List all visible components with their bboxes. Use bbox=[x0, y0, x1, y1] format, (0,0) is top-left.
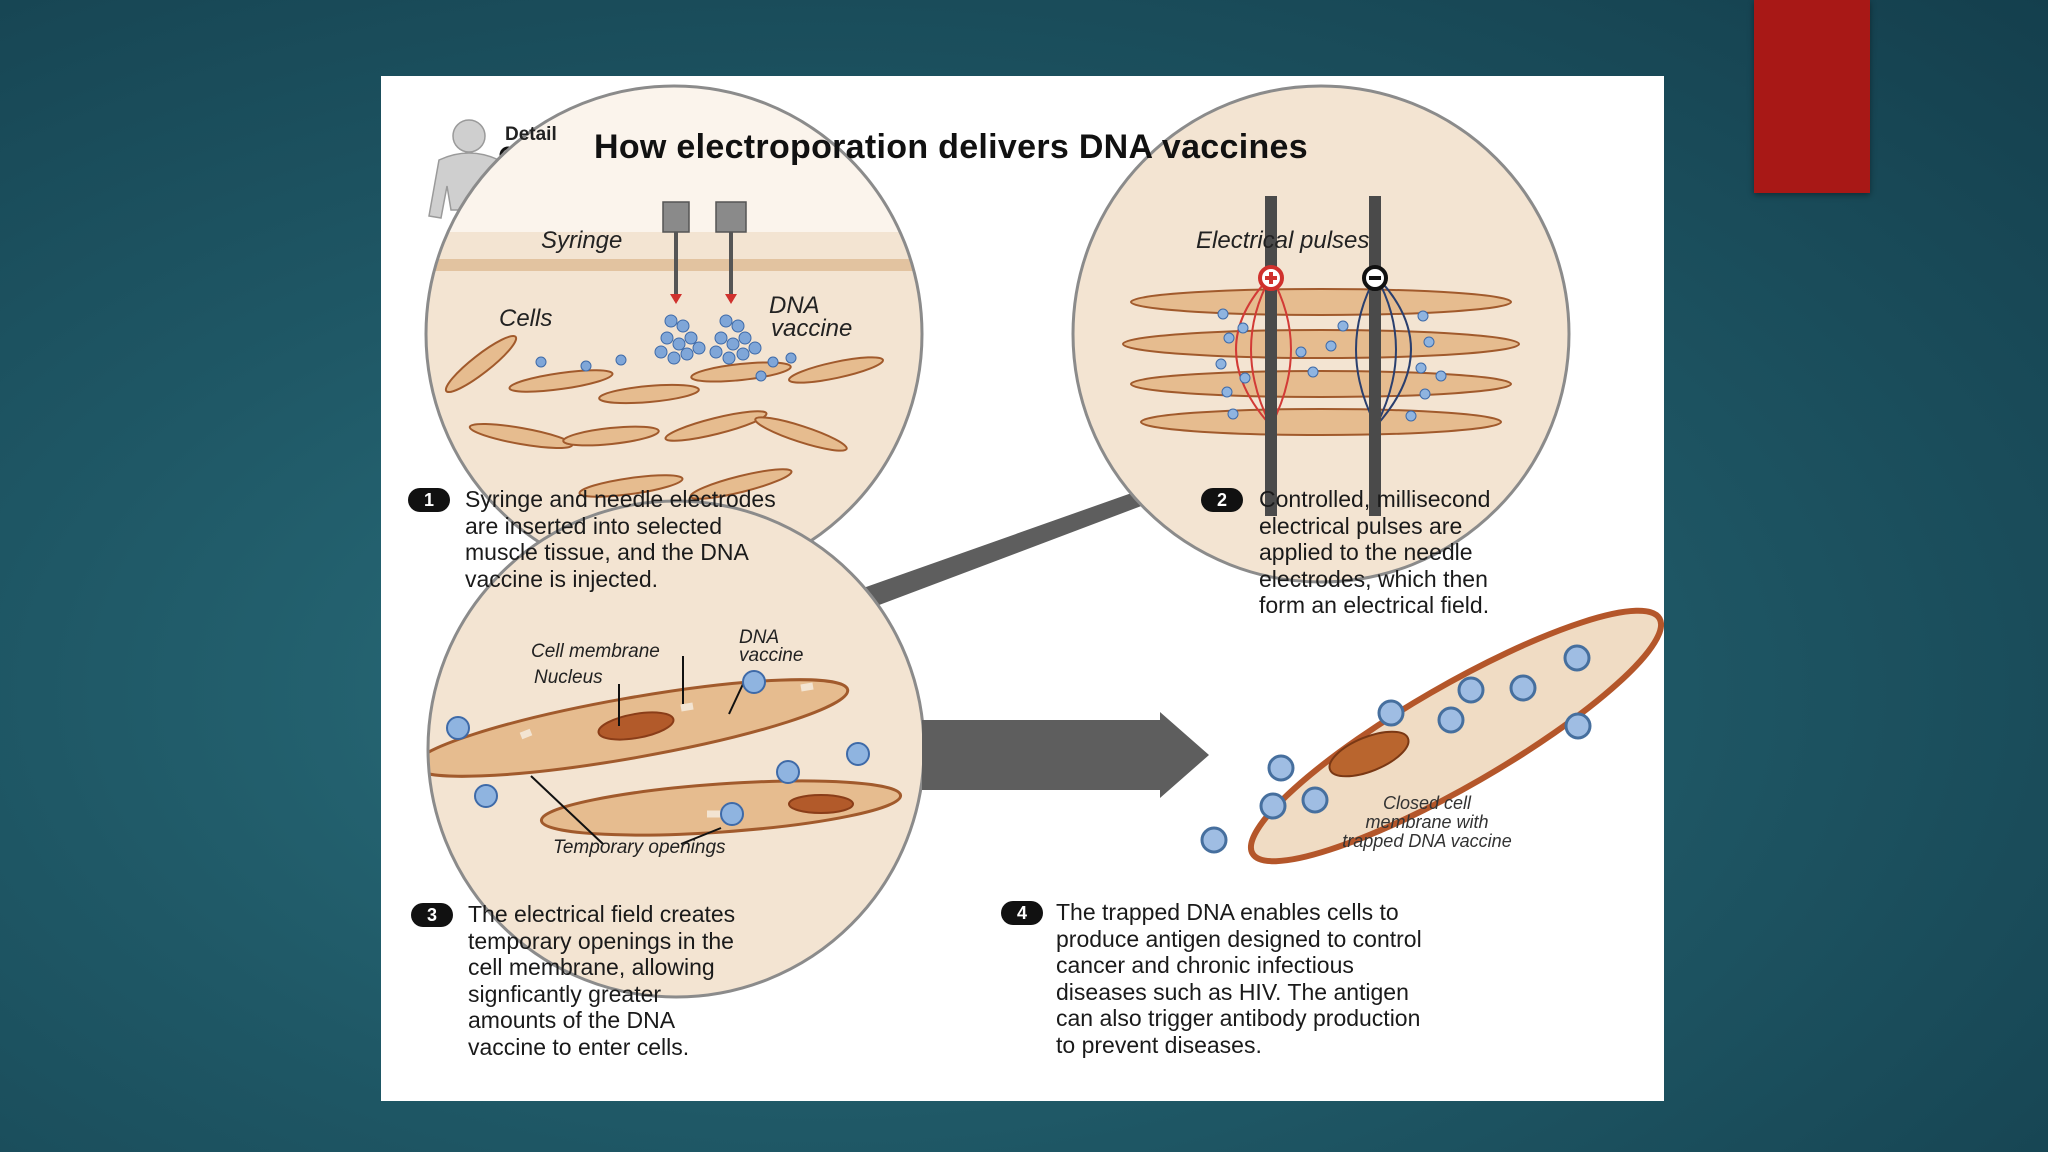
panel-2-electrical-pulses bbox=[1071, 84, 1571, 584]
panel-3-temporary-openings bbox=[426, 499, 926, 999]
step-text: The electrical field creates temporary o… bbox=[468, 901, 736, 1060]
label-electrical-pulses: Electrical pulses bbox=[1196, 227, 1370, 254]
step-number-badge: 1 bbox=[408, 488, 450, 512]
label-cell-membrane: Cell membrane bbox=[531, 641, 660, 662]
panel-4-trapped-dna-cell bbox=[1200, 607, 1664, 865]
label-nucleus: Nucleus bbox=[534, 667, 603, 688]
detail-label: Detail bbox=[505, 124, 557, 145]
process-arrow bbox=[922, 712, 1209, 798]
step-text: Controlled, millisecond electrical pulse… bbox=[1259, 486, 1491, 618]
diagram-title: How electroporation delivers DNA vaccine… bbox=[594, 128, 1308, 166]
diagram-artwork bbox=[424, 84, 1664, 999]
label-vaccine-line2: vaccine bbox=[771, 315, 853, 342]
label-cells: Cells bbox=[499, 305, 553, 332]
label-syringe: Syringe bbox=[541, 227, 623, 254]
step-number-badge: 2 bbox=[1201, 488, 1243, 512]
step-number-badge: 3 bbox=[411, 903, 453, 927]
step-text: Syringe and needle electrodes are insert… bbox=[465, 486, 776, 592]
label-closed-cell: Closed cell membrane with trapped DNA va… bbox=[1342, 793, 1512, 851]
label-temporary-openings: Temporary openings bbox=[553, 837, 726, 858]
slide-accent-tab bbox=[1754, 0, 1870, 193]
diagram-card: Detail How electroporation delivers DNA … bbox=[381, 76, 1664, 1101]
step-number-badge: 4 bbox=[1001, 901, 1043, 925]
panel-1-syringe-injection bbox=[424, 84, 924, 584]
label-dna-vaccine-line1: DNA bbox=[739, 627, 780, 648]
step-text: The trapped DNA enables cells to produce… bbox=[1056, 899, 1422, 1058]
label-dna-line1: DNA bbox=[769, 292, 820, 319]
label-dna-vaccine-line2: vaccine bbox=[739, 645, 804, 666]
